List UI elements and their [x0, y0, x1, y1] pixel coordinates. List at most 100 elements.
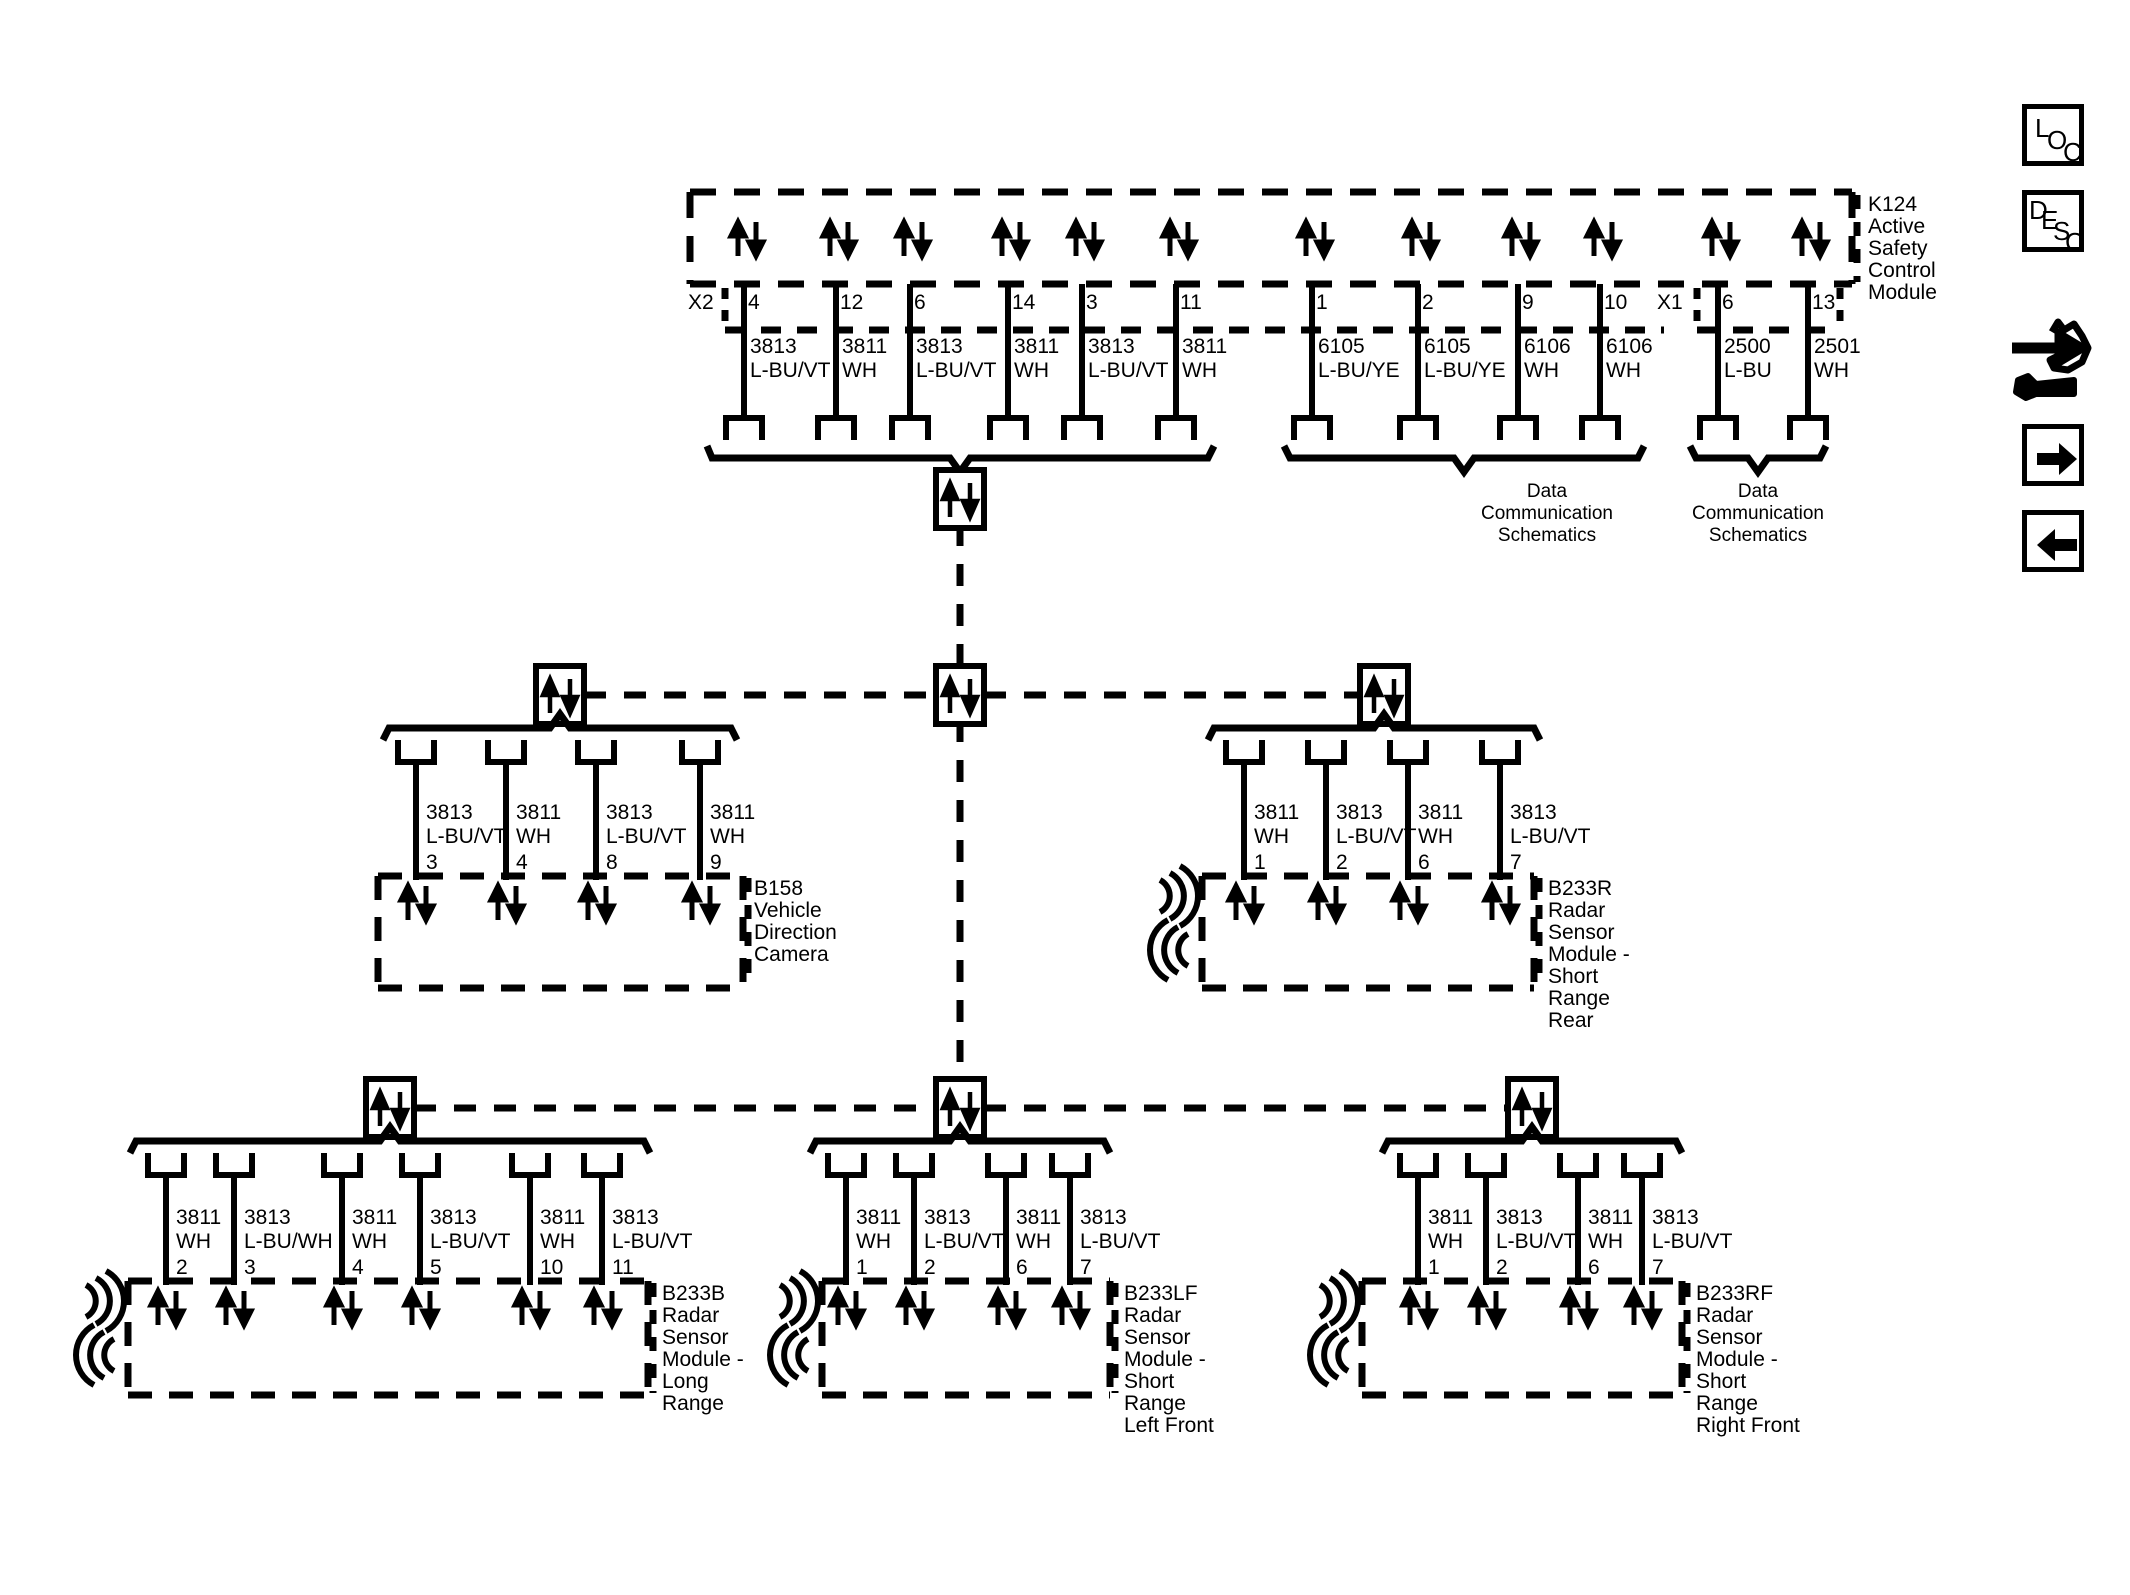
connector-x1-outline: [1693, 288, 1844, 334]
module-name-b233r: Short: [1548, 965, 1599, 988]
previous-button[interactable]: [2022, 510, 2084, 572]
module-name-brackets: [649, 878, 1691, 1393]
wire-circuit: 3811: [176, 1206, 222, 1229]
b233b-radar-transmit-icon: [84, 1268, 127, 1334]
b233rf-harness: [1378, 1120, 1686, 1155]
wire-color: L-BU/YE: [1424, 359, 1506, 382]
k124-pin-number: 6: [1722, 291, 1734, 314]
module-name-b233b: Module -: [662, 1348, 744, 1371]
wire-color: WH: [1182, 359, 1217, 382]
b233lf-port-arrows: [831, 1291, 1087, 1325]
pin-number: 1: [1428, 1256, 1440, 1279]
module-name-b233rf: Radar: [1696, 1304, 1754, 1327]
wire-circuit: 6105: [1318, 335, 1365, 358]
troubleshoot-icon[interactable]: [2002, 310, 2102, 400]
pin-number: 7: [1652, 1256, 1664, 1279]
module-name-b233b: Range: [662, 1392, 724, 1415]
wire-circuit: 3811: [856, 1206, 902, 1229]
pin-number: 4: [352, 1256, 364, 1279]
desc-button[interactable]: D E S C: [2022, 190, 2084, 255]
pin-number: 3: [426, 851, 438, 874]
reference-data-comm-2: Data: [1737, 481, 1779, 502]
b233lf-saddles: [825, 1153, 1091, 1178]
pin-number: 3: [244, 1256, 256, 1279]
k124-pin-number: 13: [1812, 291, 1836, 314]
wire-color: L-BU/VT: [1496, 1230, 1577, 1253]
pin-number: 11: [612, 1256, 634, 1279]
module-name-b233r: Rear: [1548, 1009, 1594, 1032]
wire-color: WH: [1428, 1230, 1463, 1253]
splice-b158: [533, 663, 587, 727]
wire-circuit: 3813: [430, 1206, 477, 1229]
wire-circuit: 3813: [1080, 1206, 1127, 1229]
b233lf-radar-receive-icon: [767, 1322, 810, 1388]
wire-color: WH: [352, 1230, 387, 1253]
module-name-b233lf: Radar: [1124, 1304, 1182, 1327]
module-name-b233b: Sensor: [662, 1326, 729, 1349]
pin-number: 6: [1588, 1256, 1600, 1279]
reference-data-comm-2: Communication: [1692, 503, 1824, 524]
wire-circuit: 3813: [1510, 801, 1557, 824]
wire-circuit: 3811: [540, 1206, 586, 1229]
wire-color: L-BU/VT: [430, 1230, 511, 1253]
wire-circuit: 6106: [1524, 335, 1571, 358]
wire-color: L-BU/VT: [924, 1230, 1005, 1253]
desc-char-s: S: [2053, 216, 2071, 246]
wire-circuit: 3813: [1336, 801, 1383, 824]
module-name-b233r: Sensor: [1548, 921, 1615, 944]
pin-number: 4: [516, 851, 528, 874]
loc-button[interactable]: L O C: [2022, 104, 2084, 166]
wire-circuit: 3811: [1588, 1206, 1634, 1229]
b233b-radar-receive-icon: [73, 1322, 116, 1388]
wire-circuit: 3813: [1652, 1206, 1699, 1229]
module-name-k124: K124: [1868, 193, 1918, 216]
module-name-b158: B158: [754, 877, 804, 900]
k124-pin-number: 11: [1180, 291, 1202, 314]
wire-color: WH: [856, 1230, 891, 1253]
module-name-b233lf: Short: [1124, 1370, 1175, 1393]
troubleshoot-icon-glyph[interactable]: [2012, 318, 2092, 401]
wire-circuit: 2501: [1814, 335, 1861, 358]
module-name-b233r: Module -: [1548, 943, 1630, 966]
loc-char-c: C: [2063, 137, 2082, 167]
wire-circuit: 2500: [1724, 335, 1771, 358]
b233rf-wires: [1415, 1175, 1645, 1285]
next-button[interactable]: [2022, 424, 2084, 486]
b233b-saddles: [145, 1153, 623, 1178]
module-name-b233rf: Right Front: [1696, 1414, 1800, 1437]
module-name-b233rf: B233RF: [1696, 1282, 1774, 1305]
module-name-b233r: B233R: [1548, 877, 1613, 900]
wire-circuit: 3813: [1088, 335, 1135, 358]
wire-circuit: 3811: [1254, 801, 1300, 824]
wire-color: WH: [516, 825, 551, 848]
pin-number: 10: [540, 1256, 564, 1279]
k124-pin-number: 9: [1522, 291, 1534, 314]
module-name-b233rf: Short: [1696, 1370, 1747, 1393]
module-name-b233lf: Sensor: [1124, 1326, 1191, 1349]
k124-pin-number: 6: [914, 291, 926, 314]
wire-circuit: 3813: [606, 801, 653, 824]
wire-color: WH: [1814, 359, 1849, 382]
pin-number: 9: [710, 851, 722, 874]
loc-char-o: O: [2047, 125, 2068, 155]
k124-port-arrows: [731, 222, 1827, 256]
wire-circuit: 3813: [924, 1206, 971, 1229]
wire-color: L-BU/VT: [426, 825, 507, 848]
pin-number: 2: [1336, 851, 1348, 874]
b233rf-saddles: [1397, 1153, 1663, 1178]
wire-color: WH: [176, 1230, 211, 1253]
pin-number: 6: [1016, 1256, 1028, 1279]
b233lf-harness: [806, 1120, 1114, 1155]
module-name-k124: Control: [1868, 259, 1936, 282]
loc-char-l: L: [2035, 113, 2050, 143]
module-name-k124: Safety: [1868, 237, 1928, 260]
k124-pin-number: 3: [1086, 291, 1098, 314]
b233r-wires: [1241, 762, 1503, 880]
module-name-b233r: Radar: [1548, 899, 1606, 922]
wire-circuit: 3811: [516, 801, 562, 824]
wire-color: WH: [1254, 825, 1289, 848]
wire-color: L-BU/VT: [1336, 825, 1417, 848]
module-name-b233lf: Range: [1124, 1392, 1186, 1415]
b233r-radar-receive-icon: [1147, 917, 1190, 983]
